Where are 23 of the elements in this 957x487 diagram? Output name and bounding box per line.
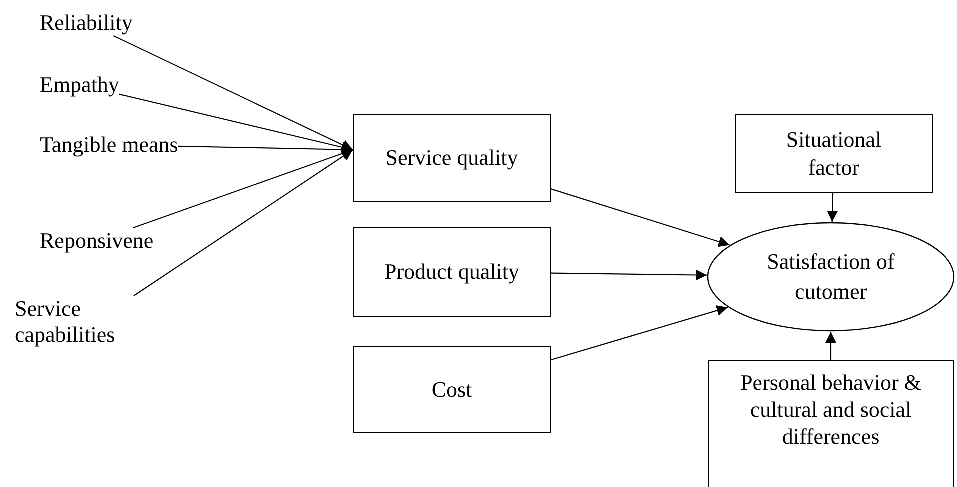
- arrow: [826, 332, 836, 360]
- factor-label: Reliability: [40, 10, 133, 36]
- arrow: [827, 192, 838, 222]
- node-label: Situational factor: [785, 126, 883, 182]
- process-box: [353, 227, 551, 317]
- node-label: Service quality: [386, 144, 518, 172]
- factor-label: Tangible means: [40, 132, 178, 158]
- process-box: [353, 114, 551, 202]
- process-box: [708, 360, 954, 487]
- factor-label: Empathy: [40, 72, 120, 98]
- arrow: [550, 188, 730, 248]
- node-label: Satisfaction of cutomer: [766, 248, 896, 306]
- arrow: [550, 305, 728, 361]
- node-label: Personal behavior & cultural and social differences: [740, 369, 922, 450]
- process-box: [353, 346, 551, 433]
- node-label: Product quality: [384, 258, 520, 286]
- arrow: [134, 150, 354, 296]
- arrow: [551, 270, 708, 281]
- factor-label: Reponsivene: [40, 228, 154, 254]
- node-label: Cost: [432, 376, 472, 404]
- arrow: [114, 36, 354, 150]
- process-box: [735, 114, 933, 193]
- factor-label: Service capabilities: [15, 296, 175, 348]
